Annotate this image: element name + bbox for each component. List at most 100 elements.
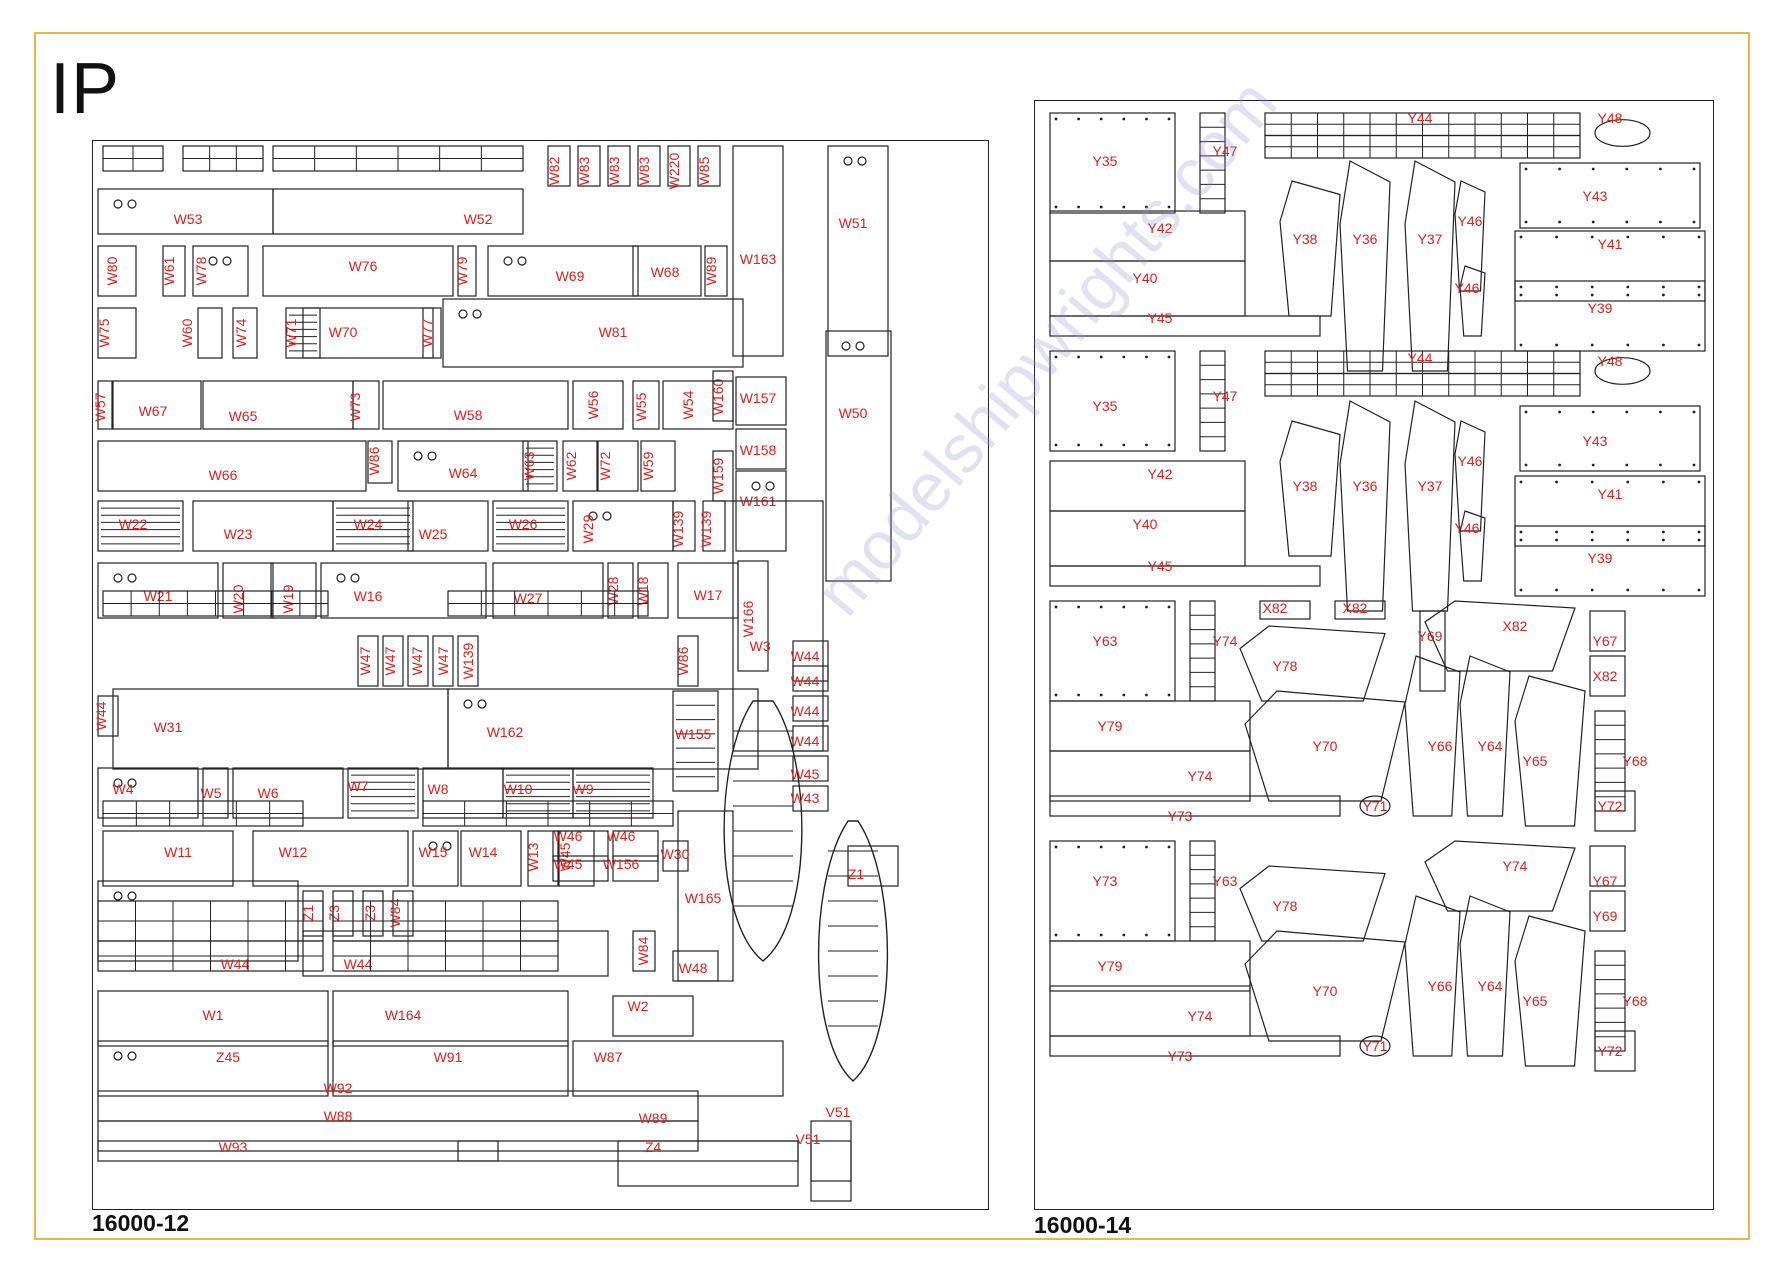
part-label: W164 <box>385 1007 422 1023</box>
part-label: W4 <box>113 781 134 797</box>
rivet <box>1524 220 1528 224</box>
part-label: W157 <box>740 390 777 406</box>
part-outline <box>447 688 759 770</box>
fitting-mark <box>477 699 487 709</box>
part-outline <box>1514 280 1706 352</box>
part-label: W62 <box>563 451 579 480</box>
part-outline <box>612 995 694 1037</box>
part-label: Y71 <box>1363 798 1388 814</box>
part-outline <box>362 890 384 937</box>
part-outline <box>810 1140 852 1202</box>
part-outline <box>632 930 656 972</box>
rivet <box>1145 845 1148 849</box>
part-outline <box>97 440 367 492</box>
part-outline <box>97 500 184 552</box>
rivet <box>1077 205 1080 209</box>
rivet <box>1590 538 1594 542</box>
part-label: W74 <box>233 318 249 347</box>
fitting-mark <box>517 256 527 266</box>
sheet-number-right: 16000-14 <box>1034 1212 1132 1238</box>
part-label: W87 <box>594 1049 623 1065</box>
shaped-plate <box>1454 420 1486 532</box>
shaped-plate <box>1514 675 1586 827</box>
part-label: W85 <box>696 156 712 185</box>
rivet <box>1659 167 1662 171</box>
part-label: Y78 <box>1273 898 1298 914</box>
part-label: W84 <box>635 936 651 965</box>
part-label: Y74 <box>1503 858 1528 874</box>
rivet <box>1697 285 1701 289</box>
rivet <box>1145 693 1148 697</box>
shaped-plate <box>1279 420 1341 557</box>
fitting-mark <box>751 481 761 491</box>
part-label: W6 <box>258 785 279 801</box>
part-outline <box>735 470 787 552</box>
rivet <box>1519 285 1523 289</box>
part-outline <box>792 665 829 692</box>
part-outline <box>1589 845 1626 887</box>
part-outline <box>97 990 329 1047</box>
part-label: Y67 <box>1593 873 1618 889</box>
part-label: W60 <box>179 318 195 347</box>
rivet <box>1591 167 1595 171</box>
part-outline <box>102 830 234 887</box>
part-outline <box>97 1040 329 1097</box>
part-label: W7 <box>348 778 369 794</box>
part-outline <box>382 635 404 687</box>
part-label: W12 <box>279 844 308 860</box>
part-label: W86 <box>675 646 691 675</box>
fitting-mark <box>127 778 137 788</box>
rivet <box>1099 355 1103 359</box>
rivet <box>1625 463 1629 467</box>
part-label: W13 <box>525 842 541 871</box>
rivet <box>1555 285 1558 289</box>
rivet <box>1590 480 1594 484</box>
rivet <box>1697 293 1701 297</box>
rivet <box>1625 410 1629 414</box>
part-outline <box>522 440 558 492</box>
part-label: Y64 <box>1478 978 1503 994</box>
part-label: W47 <box>357 646 373 675</box>
part-outline <box>662 840 689 872</box>
rivet <box>1591 410 1595 414</box>
part-label: Y79 <box>1098 958 1123 974</box>
rivet <box>1519 588 1523 592</box>
part-outline <box>252 830 409 887</box>
part-outline <box>847 845 899 887</box>
rivet <box>1122 205 1126 209</box>
part-label: W156 <box>603 856 640 872</box>
part-label: Z4 <box>645 1139 662 1155</box>
part-label: W61 <box>161 256 177 285</box>
part-label: Y48 <box>1598 353 1623 369</box>
part-label: V51 <box>826 1104 851 1120</box>
part-label: W14 <box>469 844 498 860</box>
part-label: Y36 <box>1353 478 1378 494</box>
rivet <box>1590 343 1594 347</box>
part-outline <box>1514 475 1706 547</box>
rivet <box>1626 530 1630 534</box>
fitting-mark <box>113 1051 123 1061</box>
part-outline <box>1049 565 1321 587</box>
part-label: W159 <box>710 458 726 495</box>
rivet <box>1697 588 1701 592</box>
rivet <box>1591 463 1595 467</box>
part-label: Y41 <box>1598 486 1623 502</box>
part-label: W83 <box>576 156 592 185</box>
part-label: Y46 <box>1458 213 1483 229</box>
fitting-mark <box>428 841 438 851</box>
part-label: W9 <box>573 781 594 797</box>
part-outline <box>792 785 829 812</box>
part-outline <box>357 635 379 687</box>
rivet <box>1145 205 1148 209</box>
part-label: Y47 <box>1213 388 1238 404</box>
part-outline <box>632 245 702 297</box>
part-outline <box>97 380 113 430</box>
rivet <box>1077 443 1080 447</box>
part-outline <box>697 145 721 187</box>
part-label: V51 <box>796 1131 821 1147</box>
part-label: W79 <box>454 256 470 285</box>
part-outline <box>202 380 354 430</box>
part-label: W47 <box>382 646 398 675</box>
shaped-plate <box>1514 915 1586 1067</box>
part-outline <box>792 755 829 782</box>
